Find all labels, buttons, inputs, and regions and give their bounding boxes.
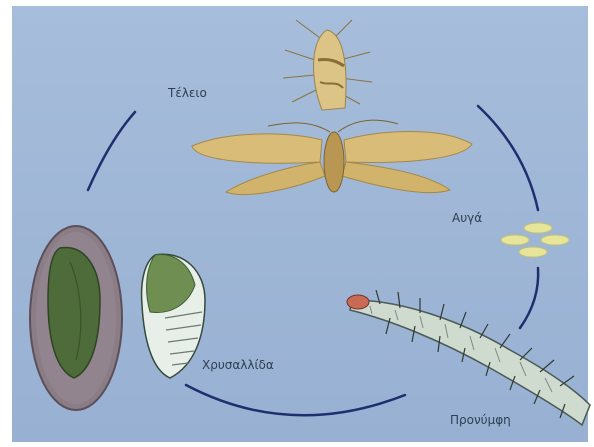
cocoon-icon [30, 226, 122, 410]
label-pupa: Χρυσαλλίδα [202, 358, 274, 372]
label-adult: Τέλειο [167, 86, 207, 100]
label-larva: Προνύμφη [450, 413, 511, 427]
label-eggs: Αυγά [452, 211, 482, 225]
